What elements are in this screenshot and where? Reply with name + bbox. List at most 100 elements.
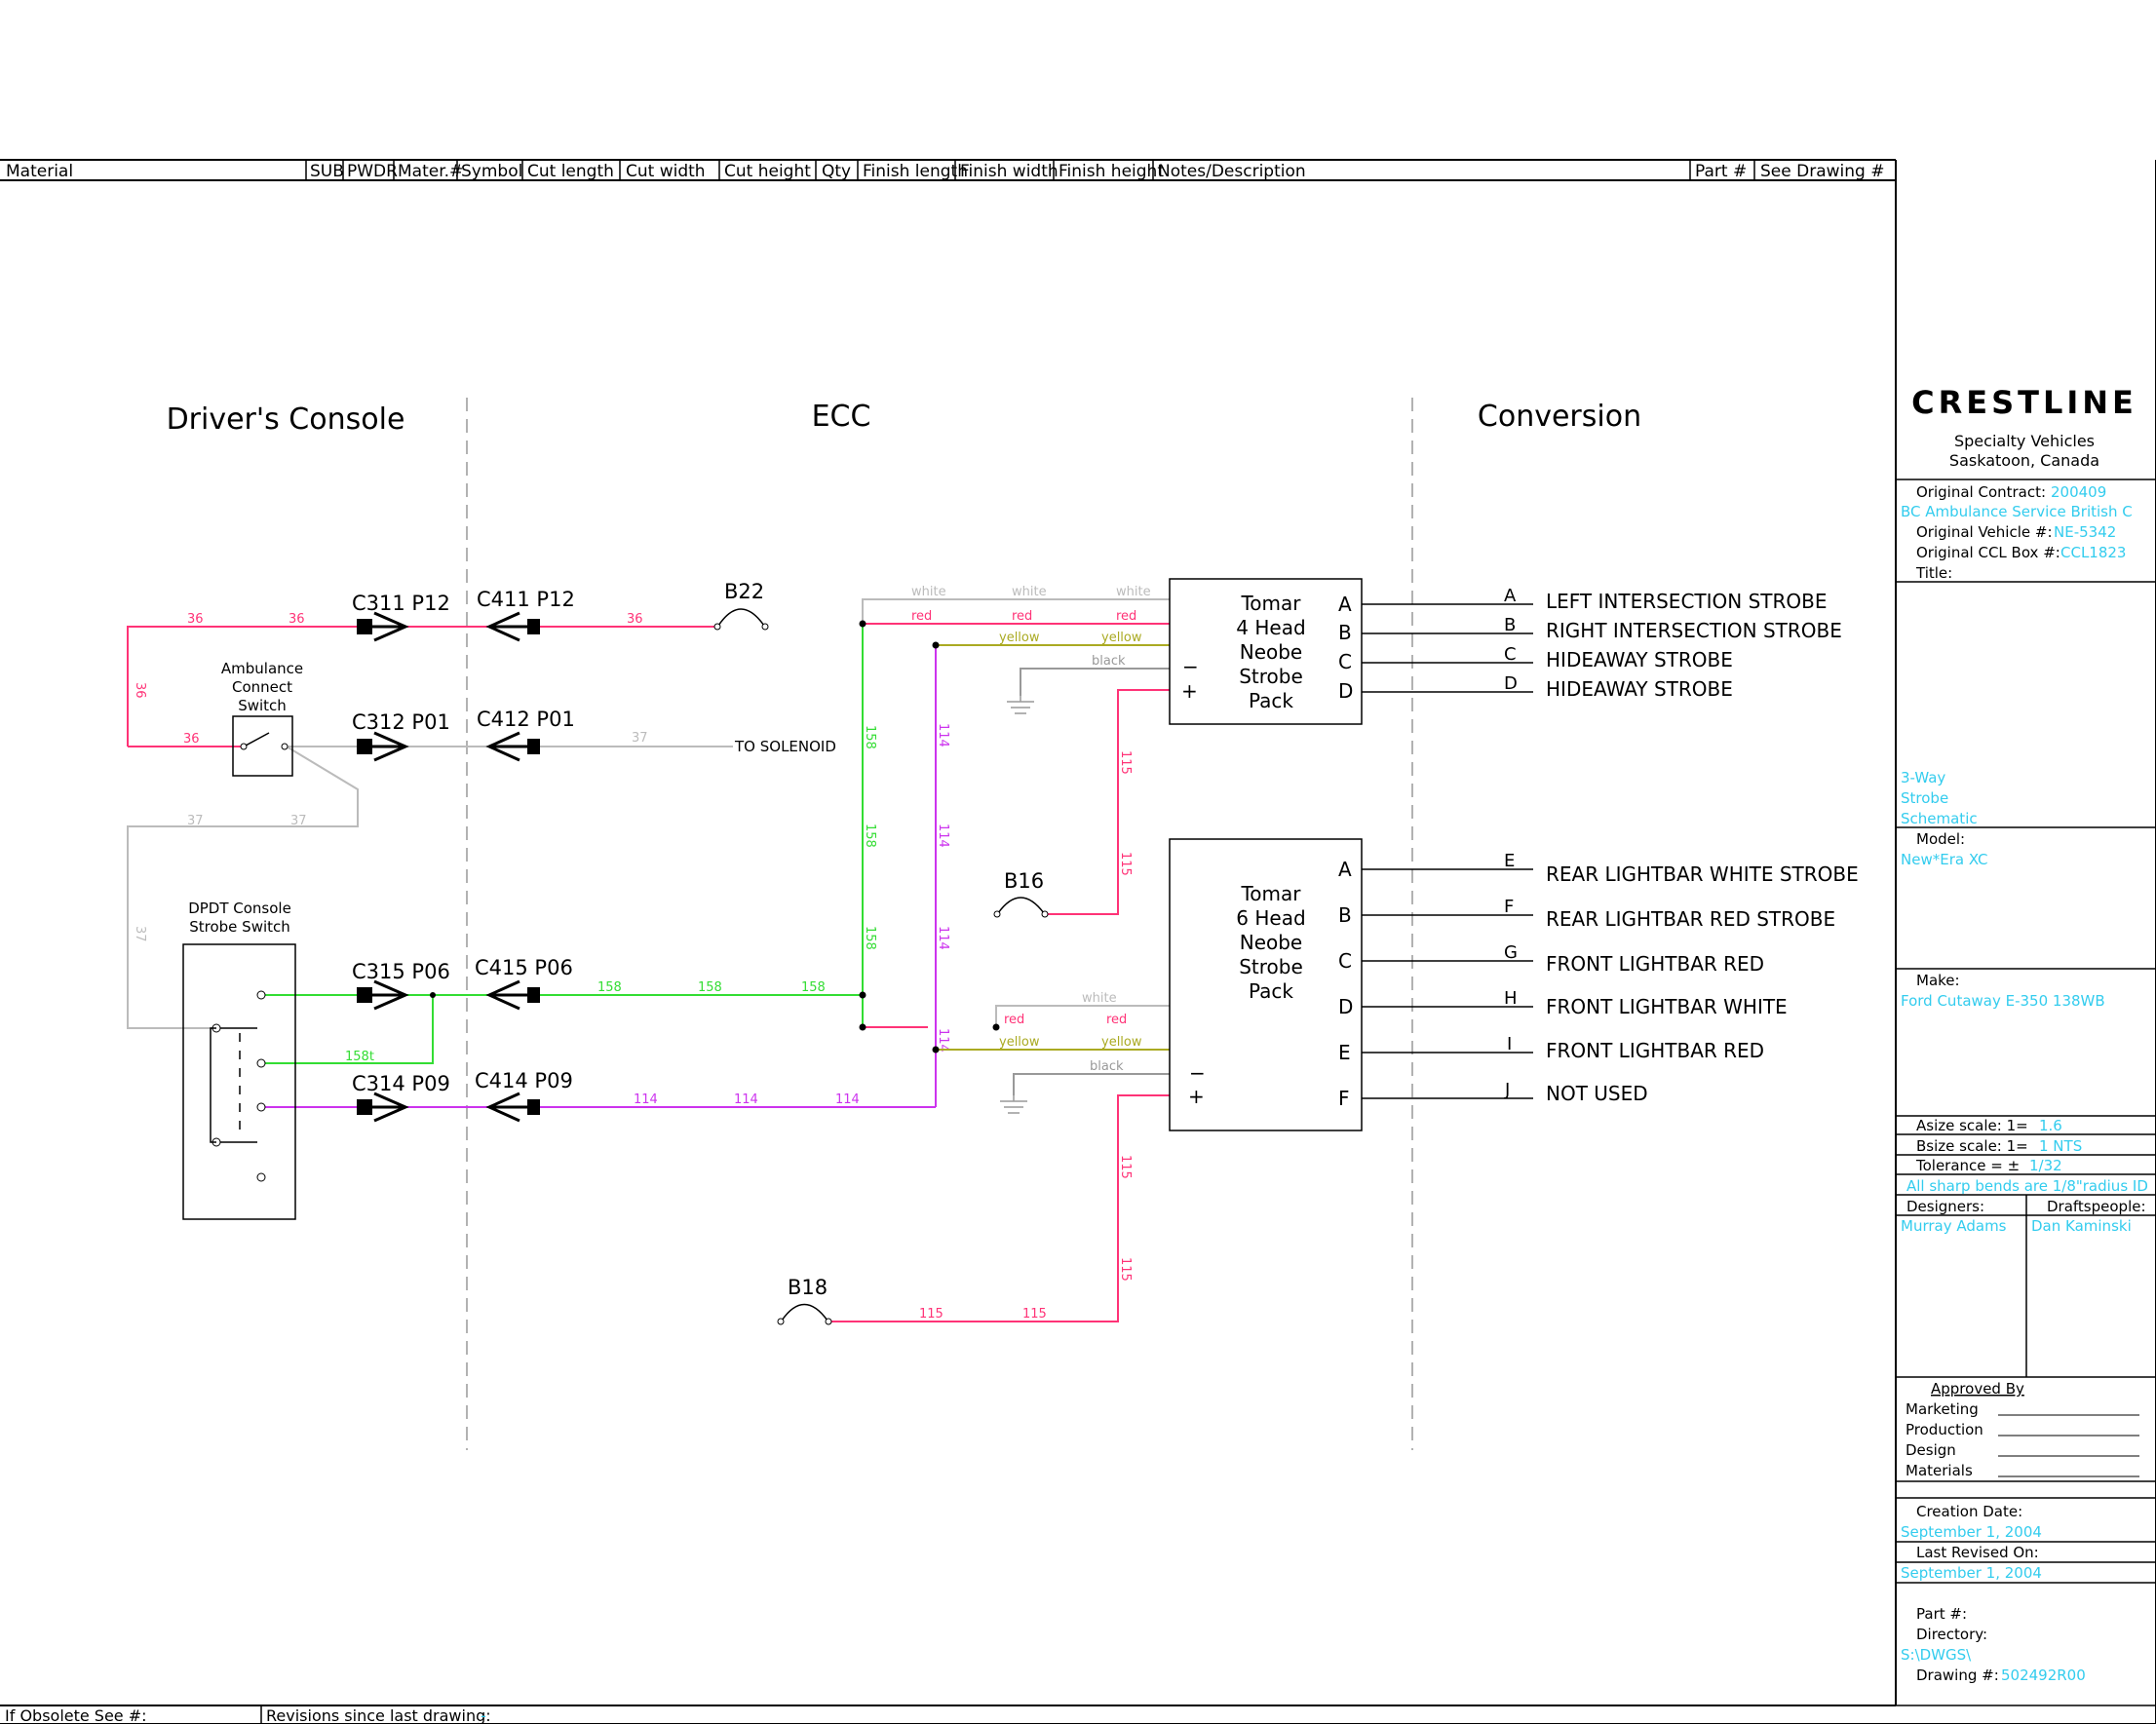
- output-rear-lightbar-white: REAR LIGHTBAR WHITE STROBE: [1546, 862, 1859, 886]
- svg-text:114: 114: [936, 926, 950, 950]
- svg-text:Title:: Title:: [1915, 564, 1952, 582]
- breaker-b22: B22: [713, 580, 769, 631]
- svg-text:B22: B22: [724, 580, 764, 603]
- svg-text:H: H: [1504, 988, 1518, 1009]
- svg-text:S:\DWGS\: S:\DWGS\: [1901, 1646, 1972, 1664]
- svg-text:Model:: Model:: [1916, 830, 1965, 848]
- section-drivers-console: Driver's Console: [167, 402, 405, 437]
- wire-37-labels: 37 37 37 37: [133, 731, 648, 942]
- svg-text:D: D: [1338, 995, 1353, 1018]
- c411-label: C411 P12: [477, 588, 575, 611]
- section-ecc: ECC: [812, 400, 871, 434]
- svg-text:Ambulance: Ambulance: [221, 660, 303, 677]
- col-cut-length: Cut length: [527, 162, 614, 181]
- svg-text:6 Head: 6 Head: [1236, 906, 1305, 930]
- svg-text:1 NTS: 1 NTS: [2039, 1137, 2082, 1155]
- svg-text:158: 158: [863, 824, 877, 848]
- junction-dots: [430, 620, 1000, 1054]
- col-cut-height: Cut height: [724, 162, 811, 181]
- col-qty: Qty: [822, 162, 851, 181]
- pack2-input-wires: [863, 1005, 1170, 1095]
- svg-text:If Obsolete See #:: If Obsolete See #:: [5, 1706, 147, 1724]
- svg-text:September 1, 2004: September 1, 2004: [1901, 1564, 2042, 1582]
- svg-text:NE-5342: NE-5342: [2054, 523, 2116, 541]
- svg-text:black: black: [1092, 654, 1126, 669]
- footer-revisions: If Obsolete See #: Revisions since last …: [0, 1705, 2156, 1724]
- svg-text:Switch: Switch: [238, 697, 287, 714]
- c314-label: C314 P09: [352, 1072, 450, 1095]
- svg-text:black: black: [1090, 1059, 1124, 1074]
- svg-text:Draftspeople:: Draftspeople:: [2047, 1198, 2146, 1215]
- svg-text:Connect: Connect: [232, 678, 292, 696]
- col-see-drawing: See Drawing #: [1760, 162, 1884, 181]
- breaker-b16: B16: [993, 869, 1049, 918]
- svg-text:158: 158: [863, 725, 877, 749]
- svg-text:white: white: [911, 585, 946, 599]
- svg-text:114: 114: [936, 723, 950, 747]
- wire-115-labels: 115 115 115 115 115 115: [919, 750, 1133, 1322]
- svg-text:Ford Cutaway E-350 138WB: Ford Cutaway E-350 138WB: [1901, 992, 2105, 1010]
- svg-text:white: white: [1012, 585, 1047, 599]
- crestline-logo: CRESTLINE: [1911, 384, 2137, 421]
- col-finish-length: Finish length: [863, 162, 968, 181]
- svg-text:I: I: [1507, 1034, 1512, 1054]
- svg-text:B18: B18: [788, 1276, 828, 1299]
- material-table-header: Material SUB PWDR Mater.# Symbol Cut len…: [0, 159, 2156, 1724]
- svg-text:115: 115: [919, 1307, 943, 1322]
- svg-text:Specialty Vehicles: Specialty Vehicles: [1954, 432, 2095, 450]
- svg-text:37: 37: [632, 731, 648, 746]
- connector-labels: C311 P12 C411 P12 C312 P01 C412 P01 C315…: [352, 588, 575, 1095]
- svg-text:white: white: [1082, 991, 1117, 1006]
- svg-text:yellow: yellow: [999, 631, 1040, 645]
- svg-text:F: F: [1338, 1087, 1350, 1110]
- svg-text:Strobe Switch: Strobe Switch: [189, 918, 290, 936]
- c414-label: C414 P09: [475, 1069, 573, 1092]
- drawing-title: 3-Way: [1901, 769, 1945, 786]
- svg-text:Drawing #:: Drawing #:: [1916, 1667, 1999, 1684]
- svg-text:red: red: [1004, 1013, 1024, 1027]
- svg-text:Revisions since last drawing:: Revisions since last drawing:: [266, 1706, 491, 1724]
- output-front-lightbar-red-i: FRONT LIGHTBAR RED: [1546, 1039, 1764, 1062]
- pack2-wire-color-labels: white red red yellow yellow black: [999, 991, 1142, 1074]
- svg-text:September 1, 2004: September 1, 2004: [1901, 1523, 2042, 1541]
- to-solenoid-label: TO SOLENOID: [734, 738, 836, 755]
- svg-text:yellow: yellow: [1101, 1035, 1142, 1050]
- c315-label: C315 P06: [352, 960, 450, 983]
- svg-text:Neobe: Neobe: [1240, 931, 1303, 954]
- svg-text:Part #:: Part #:: [1916, 1605, 1967, 1623]
- svg-text:Production: Production: [1906, 1421, 1983, 1438]
- svg-text:37: 37: [290, 814, 307, 828]
- svg-text:36: 36: [183, 732, 200, 747]
- svg-text:37: 37: [133, 926, 147, 942]
- ground-symbol-1: [1007, 696, 1034, 714]
- svg-text:E: E: [1504, 851, 1515, 871]
- svg-text:158: 158: [698, 980, 722, 995]
- svg-text:37: 37: [187, 814, 204, 828]
- svg-text:115: 115: [1022, 1307, 1047, 1322]
- output-rear-lightbar-red: REAR LIGHTBAR RED STROBE: [1546, 907, 1835, 931]
- svg-text:+: +: [1188, 1085, 1205, 1108]
- svg-text:Tomar: Tomar: [1240, 592, 1301, 615]
- svg-text:E: E: [1338, 1041, 1351, 1064]
- col-finish-width: Finish width: [960, 162, 1059, 181]
- col-cut-width: Cut width: [626, 162, 706, 181]
- col-finish-height: Finish height: [1059, 162, 1164, 181]
- col-notes: Notes/Description: [1158, 162, 1306, 181]
- svg-text:Design: Design: [1906, 1441, 1956, 1459]
- svg-text:1/32: 1/32: [2029, 1157, 2062, 1174]
- col-symbol: Symbol: [461, 162, 522, 181]
- svg-text:B: B: [1504, 615, 1516, 635]
- svg-text:yellow: yellow: [1101, 631, 1142, 645]
- svg-text:115: 115: [1118, 1257, 1133, 1282]
- svg-text:B: B: [1338, 621, 1352, 644]
- svg-text:Neobe: Neobe: [1240, 640, 1303, 664]
- svg-text:−: −: [1189, 1061, 1206, 1085]
- output-hideaway-strobe-c: HIDEAWAY STROBE: [1546, 648, 1733, 671]
- svg-text:115: 115: [1118, 750, 1133, 775]
- svg-text:G: G: [1504, 942, 1518, 963]
- svg-text:red: red: [1116, 609, 1136, 624]
- svg-text:Pack: Pack: [1249, 689, 1293, 712]
- col-part: Part #: [1695, 162, 1747, 181]
- svg-text:Schematic: Schematic: [1901, 810, 1978, 827]
